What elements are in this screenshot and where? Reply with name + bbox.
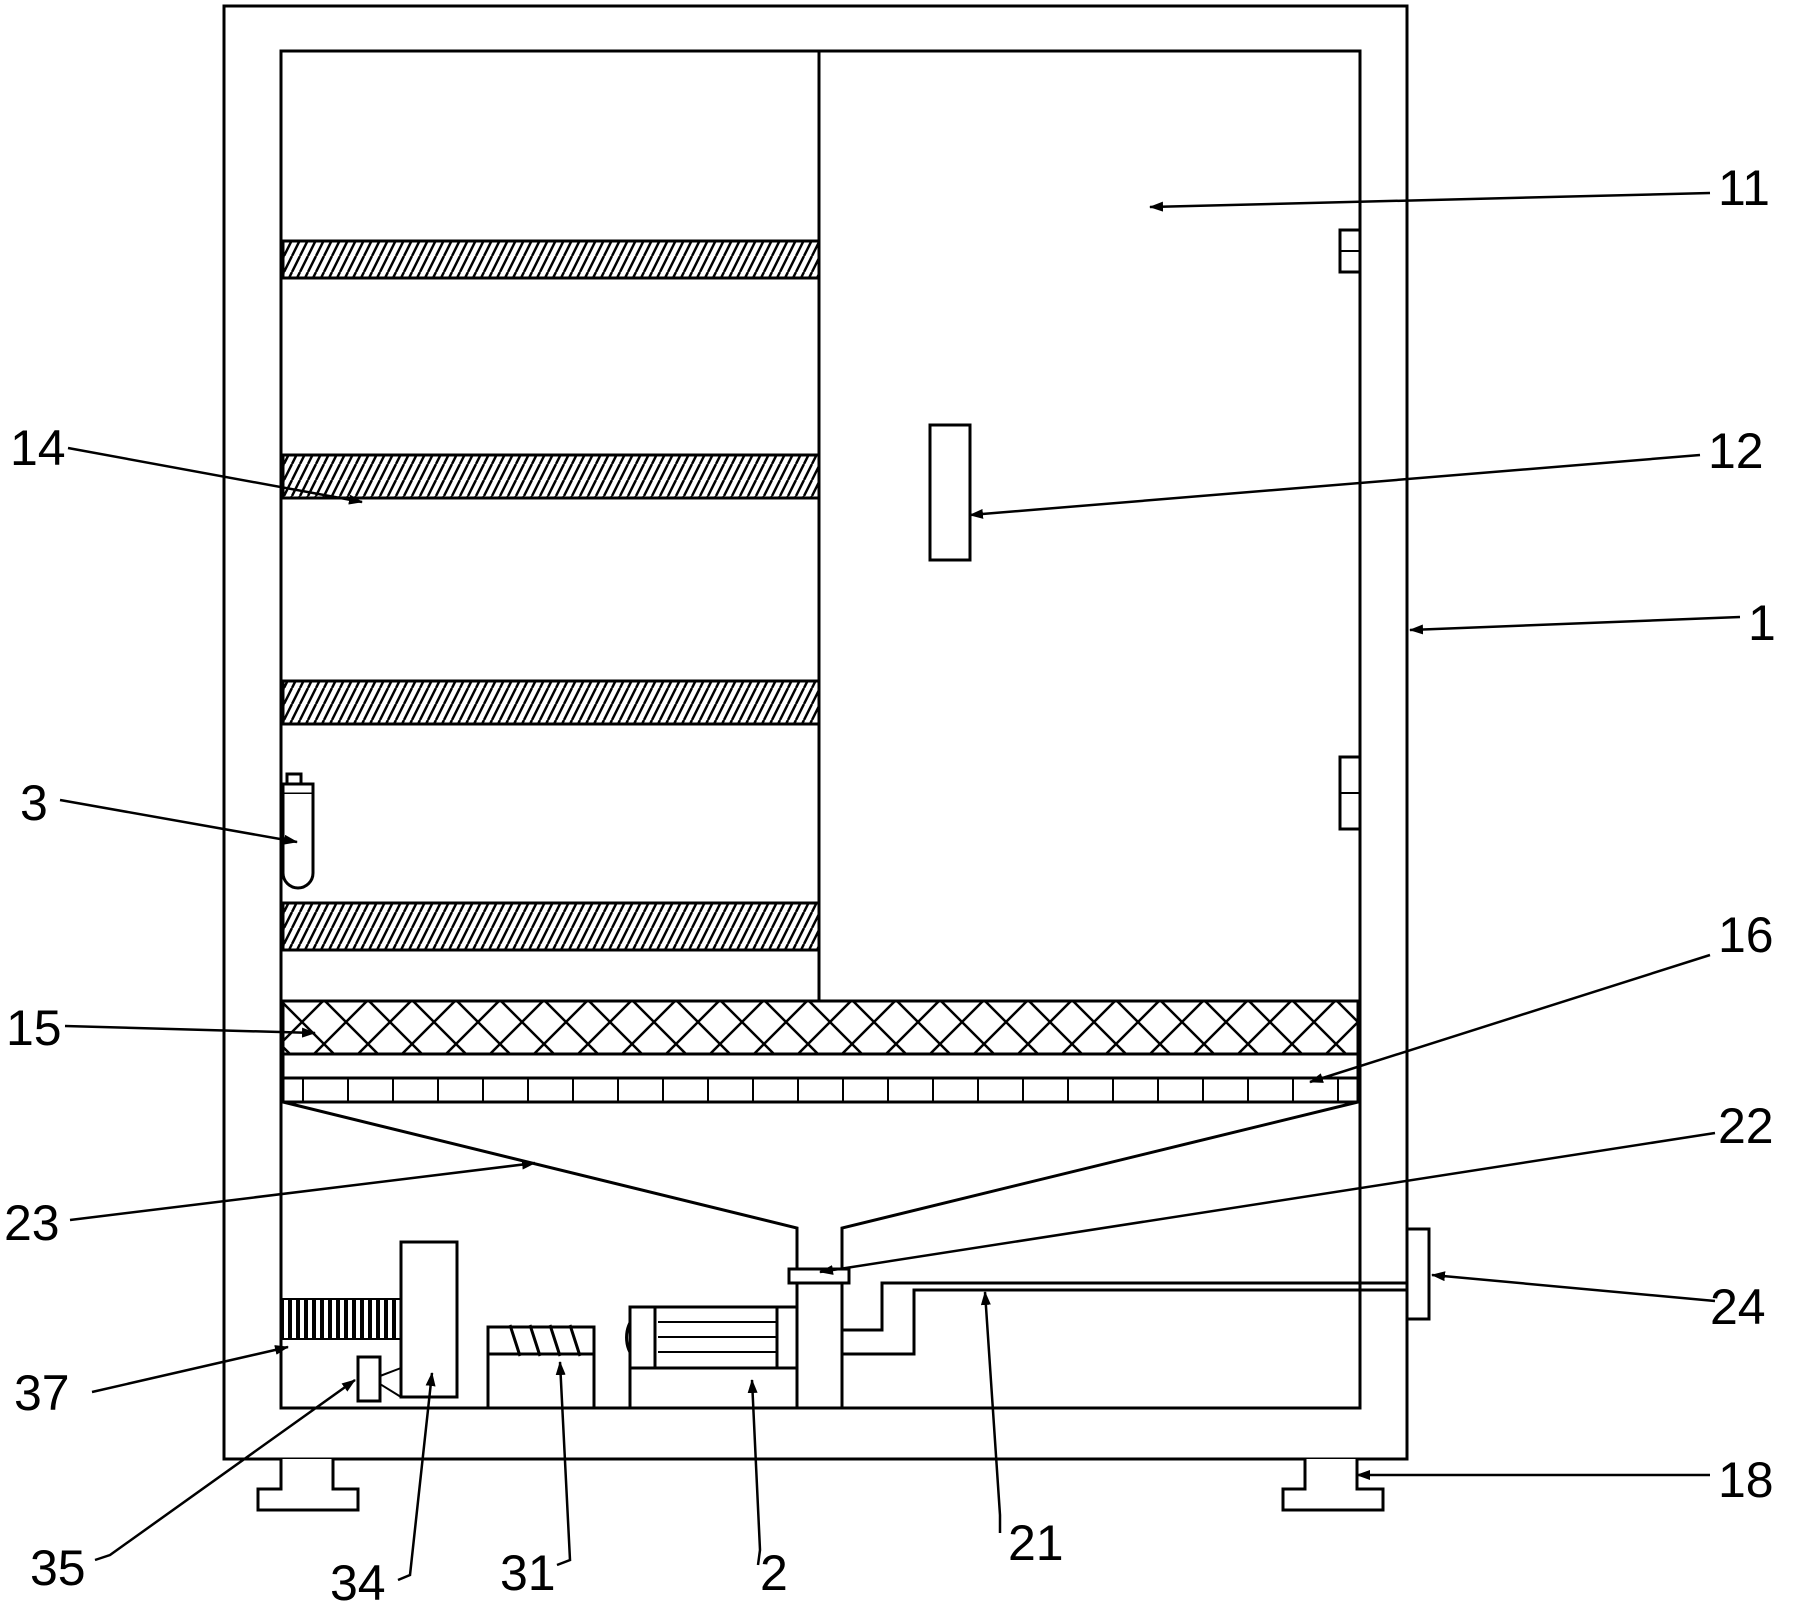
shelf-3 (283, 681, 819, 724)
label-12: 12 (1708, 423, 1764, 479)
label-18: 18 (1718, 1452, 1774, 1508)
label-11: 11 (1718, 160, 1770, 216)
label-3: 3 (20, 775, 48, 831)
label-31: 31 (500, 1545, 556, 1601)
label-22: 22 (1718, 1098, 1774, 1154)
label-24: 24 (1710, 1279, 1766, 1335)
screw-unit (488, 1325, 594, 1408)
label-2: 2 (760, 1545, 788, 1601)
shelf-4 (283, 903, 819, 950)
hinge-upper (1340, 230, 1360, 272)
foot-left (258, 1459, 358, 1510)
foot-right (1283, 1459, 1383, 1510)
label-15: 15 (6, 1000, 62, 1056)
sensor-tube (283, 774, 313, 888)
leader-24 (1432, 1275, 1715, 1301)
pump-motor (627, 1307, 797, 1408)
filter-mesh-layer (283, 1001, 1358, 1054)
label-23: 23 (4, 1195, 60, 1251)
label-21: 21 (1008, 1515, 1064, 1571)
label-35: 35 (30, 1540, 86, 1596)
push-plate (401, 1242, 457, 1397)
label-1: 1 (1748, 595, 1776, 651)
hinge-lower (1340, 757, 1360, 829)
perforated-plate (283, 1054, 1358, 1102)
pipe-flange (1407, 1229, 1429, 1319)
label-34: 34 (330, 1555, 386, 1611)
label-16: 16 (1718, 907, 1774, 963)
compression-spring (283, 1299, 401, 1339)
leader-1 (1410, 617, 1740, 630)
shelf-2 (283, 455, 819, 498)
label-37: 37 (14, 1365, 70, 1421)
label-14: 14 (10, 420, 66, 476)
outlet-valve (789, 1269, 849, 1283)
shelf-1 (283, 241, 819, 278)
door-handle (930, 425, 970, 560)
